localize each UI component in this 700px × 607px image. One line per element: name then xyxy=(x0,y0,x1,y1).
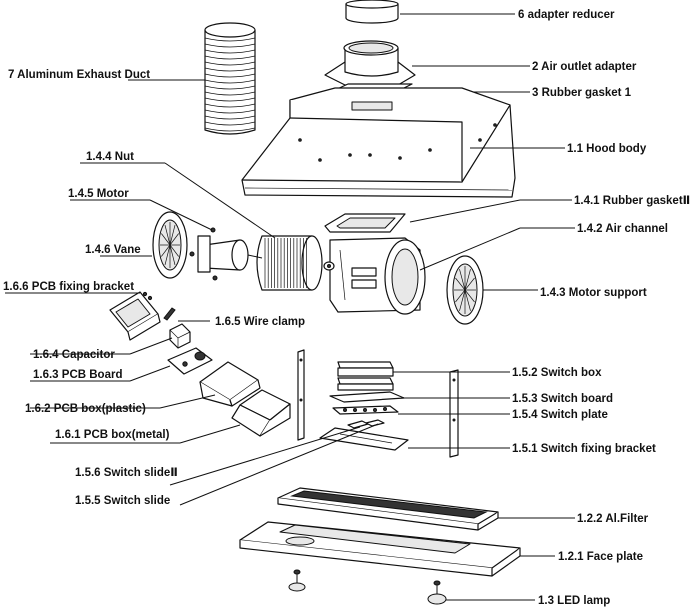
label-switch-slide: 1.5.5 Switch slide xyxy=(75,495,170,507)
label-led-lamp: 1.3 LED lamp xyxy=(538,595,610,607)
motor-part xyxy=(189,227,263,281)
switch-slide-parts xyxy=(347,419,385,429)
aluminum-exhaust-duct-part xyxy=(204,22,256,135)
label-hood-body: 1.1 Hood body xyxy=(567,143,647,155)
label-pcb-box-metal: 1.6.1 PCB box(metal) xyxy=(55,429,170,441)
label-adapter-reducer: 6 adapter reducer xyxy=(518,9,615,21)
aluminum-filter-part xyxy=(277,487,499,531)
nut-part xyxy=(323,261,335,271)
switch-board-part xyxy=(329,391,405,403)
pcb-fixing-bracket-part xyxy=(109,291,161,341)
label-exhaust-duct: 7 Aluminum Exhaust Duct xyxy=(8,69,150,81)
label-air-channel: 1.4.2 Air channel xyxy=(577,223,668,235)
face-plate-part xyxy=(239,521,521,577)
leader-air-channel xyxy=(419,227,521,271)
led-lamp-right xyxy=(427,580,447,605)
label-al-filter: 1.2.2 Al.Filter xyxy=(577,513,649,525)
label-pcb-board: 1.6.3 PCB Board xyxy=(33,369,122,381)
leader-switch-slide-2 xyxy=(169,426,361,486)
label-rubber-gasket-2: 1.4.1 Rubber gasketⅡ xyxy=(574,195,690,207)
label-pcb-fixing-bracket: 1.6.6 PCB fixing bracket xyxy=(3,281,134,293)
label-pcb-box-plastic: 1.6.2 PCB box(plastic) xyxy=(25,403,146,415)
blower-wheel-part xyxy=(256,235,323,291)
label-switch-slide-2: 1.5.6 Switch slideⅡ xyxy=(75,467,178,479)
label-switch-box: 1.5.2 Switch box xyxy=(512,367,602,379)
wire-clamp-part xyxy=(163,307,176,321)
label-switch-fixing-bracket: 1.5.1 Switch fixing bracket xyxy=(512,443,656,455)
pcb-box-metal-part xyxy=(231,389,291,437)
adapter-reducer-part xyxy=(345,0,399,24)
rubber-gasket-2-part xyxy=(324,213,406,233)
switch-plate-part xyxy=(332,405,399,415)
led-lamp-left xyxy=(288,569,306,592)
switch-fixing-bracket-part xyxy=(319,427,409,451)
label-face-plate: 1.2.1 Face plate xyxy=(558,551,643,563)
pcb-box-plastic-part xyxy=(199,361,261,407)
label-capacitor: 1.6.4 Capacitor xyxy=(33,349,115,361)
capacitor-part xyxy=(169,323,191,349)
label-switch-board: 1.5.3 Switch board xyxy=(512,393,613,405)
hood-body-part xyxy=(241,87,516,198)
label-switch-plate: 1.5.4 Switch plate xyxy=(512,409,608,421)
leader-switch-slide xyxy=(179,423,379,506)
label-motor: 1.4.5 Motor xyxy=(68,188,129,200)
pcb-board-part xyxy=(167,347,213,375)
label-air-outlet-adapter: 2 Air outlet adapter xyxy=(532,61,637,73)
label-wire-clamp: 1.6.5 Wire clamp xyxy=(215,316,305,328)
motor-support-part xyxy=(446,255,484,325)
label-rubber-gasket-1: 3 Rubber gasket 1 xyxy=(532,87,632,99)
leader-rubber-gasket-2 xyxy=(409,199,521,223)
air-outlet-adapter-part xyxy=(324,40,416,86)
switch-side-bracket-left xyxy=(297,349,305,441)
air-channel-part xyxy=(329,237,426,315)
label-motor-support: 1.4.3 Motor support xyxy=(540,287,647,299)
label-nut: 1.4.4 Nut xyxy=(86,151,134,163)
switch-box-part xyxy=(337,361,394,391)
motor-plate-part xyxy=(152,211,188,279)
label-vane: 1.4.6 Vane xyxy=(85,244,141,256)
